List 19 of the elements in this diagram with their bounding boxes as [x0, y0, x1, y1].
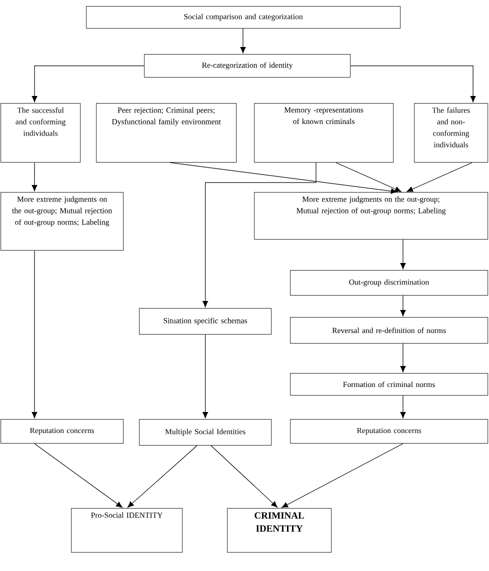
arrow: [34, 443, 122, 508]
arrow: [282, 443, 404, 508]
arrow: [400, 343, 406, 372]
arrow: [32, 66, 144, 102]
arrow: [400, 239, 406, 270]
arrow: [202, 162, 316, 308]
flow-box: CRIMINAL IDENTITY: [227, 508, 332, 553]
arrow: [210, 445, 278, 508]
arrow: [170, 162, 398, 194]
arrow: [336, 162, 402, 192]
arrow: [400, 295, 406, 316]
arrow: [202, 334, 208, 418]
arrow: [240, 28, 246, 54]
arrow: [128, 445, 198, 508]
arrow: [406, 162, 472, 192]
arrow: [32, 162, 38, 192]
arrow: [400, 395, 406, 418]
arrow: [350, 66, 476, 102]
arrow: [32, 250, 38, 418]
